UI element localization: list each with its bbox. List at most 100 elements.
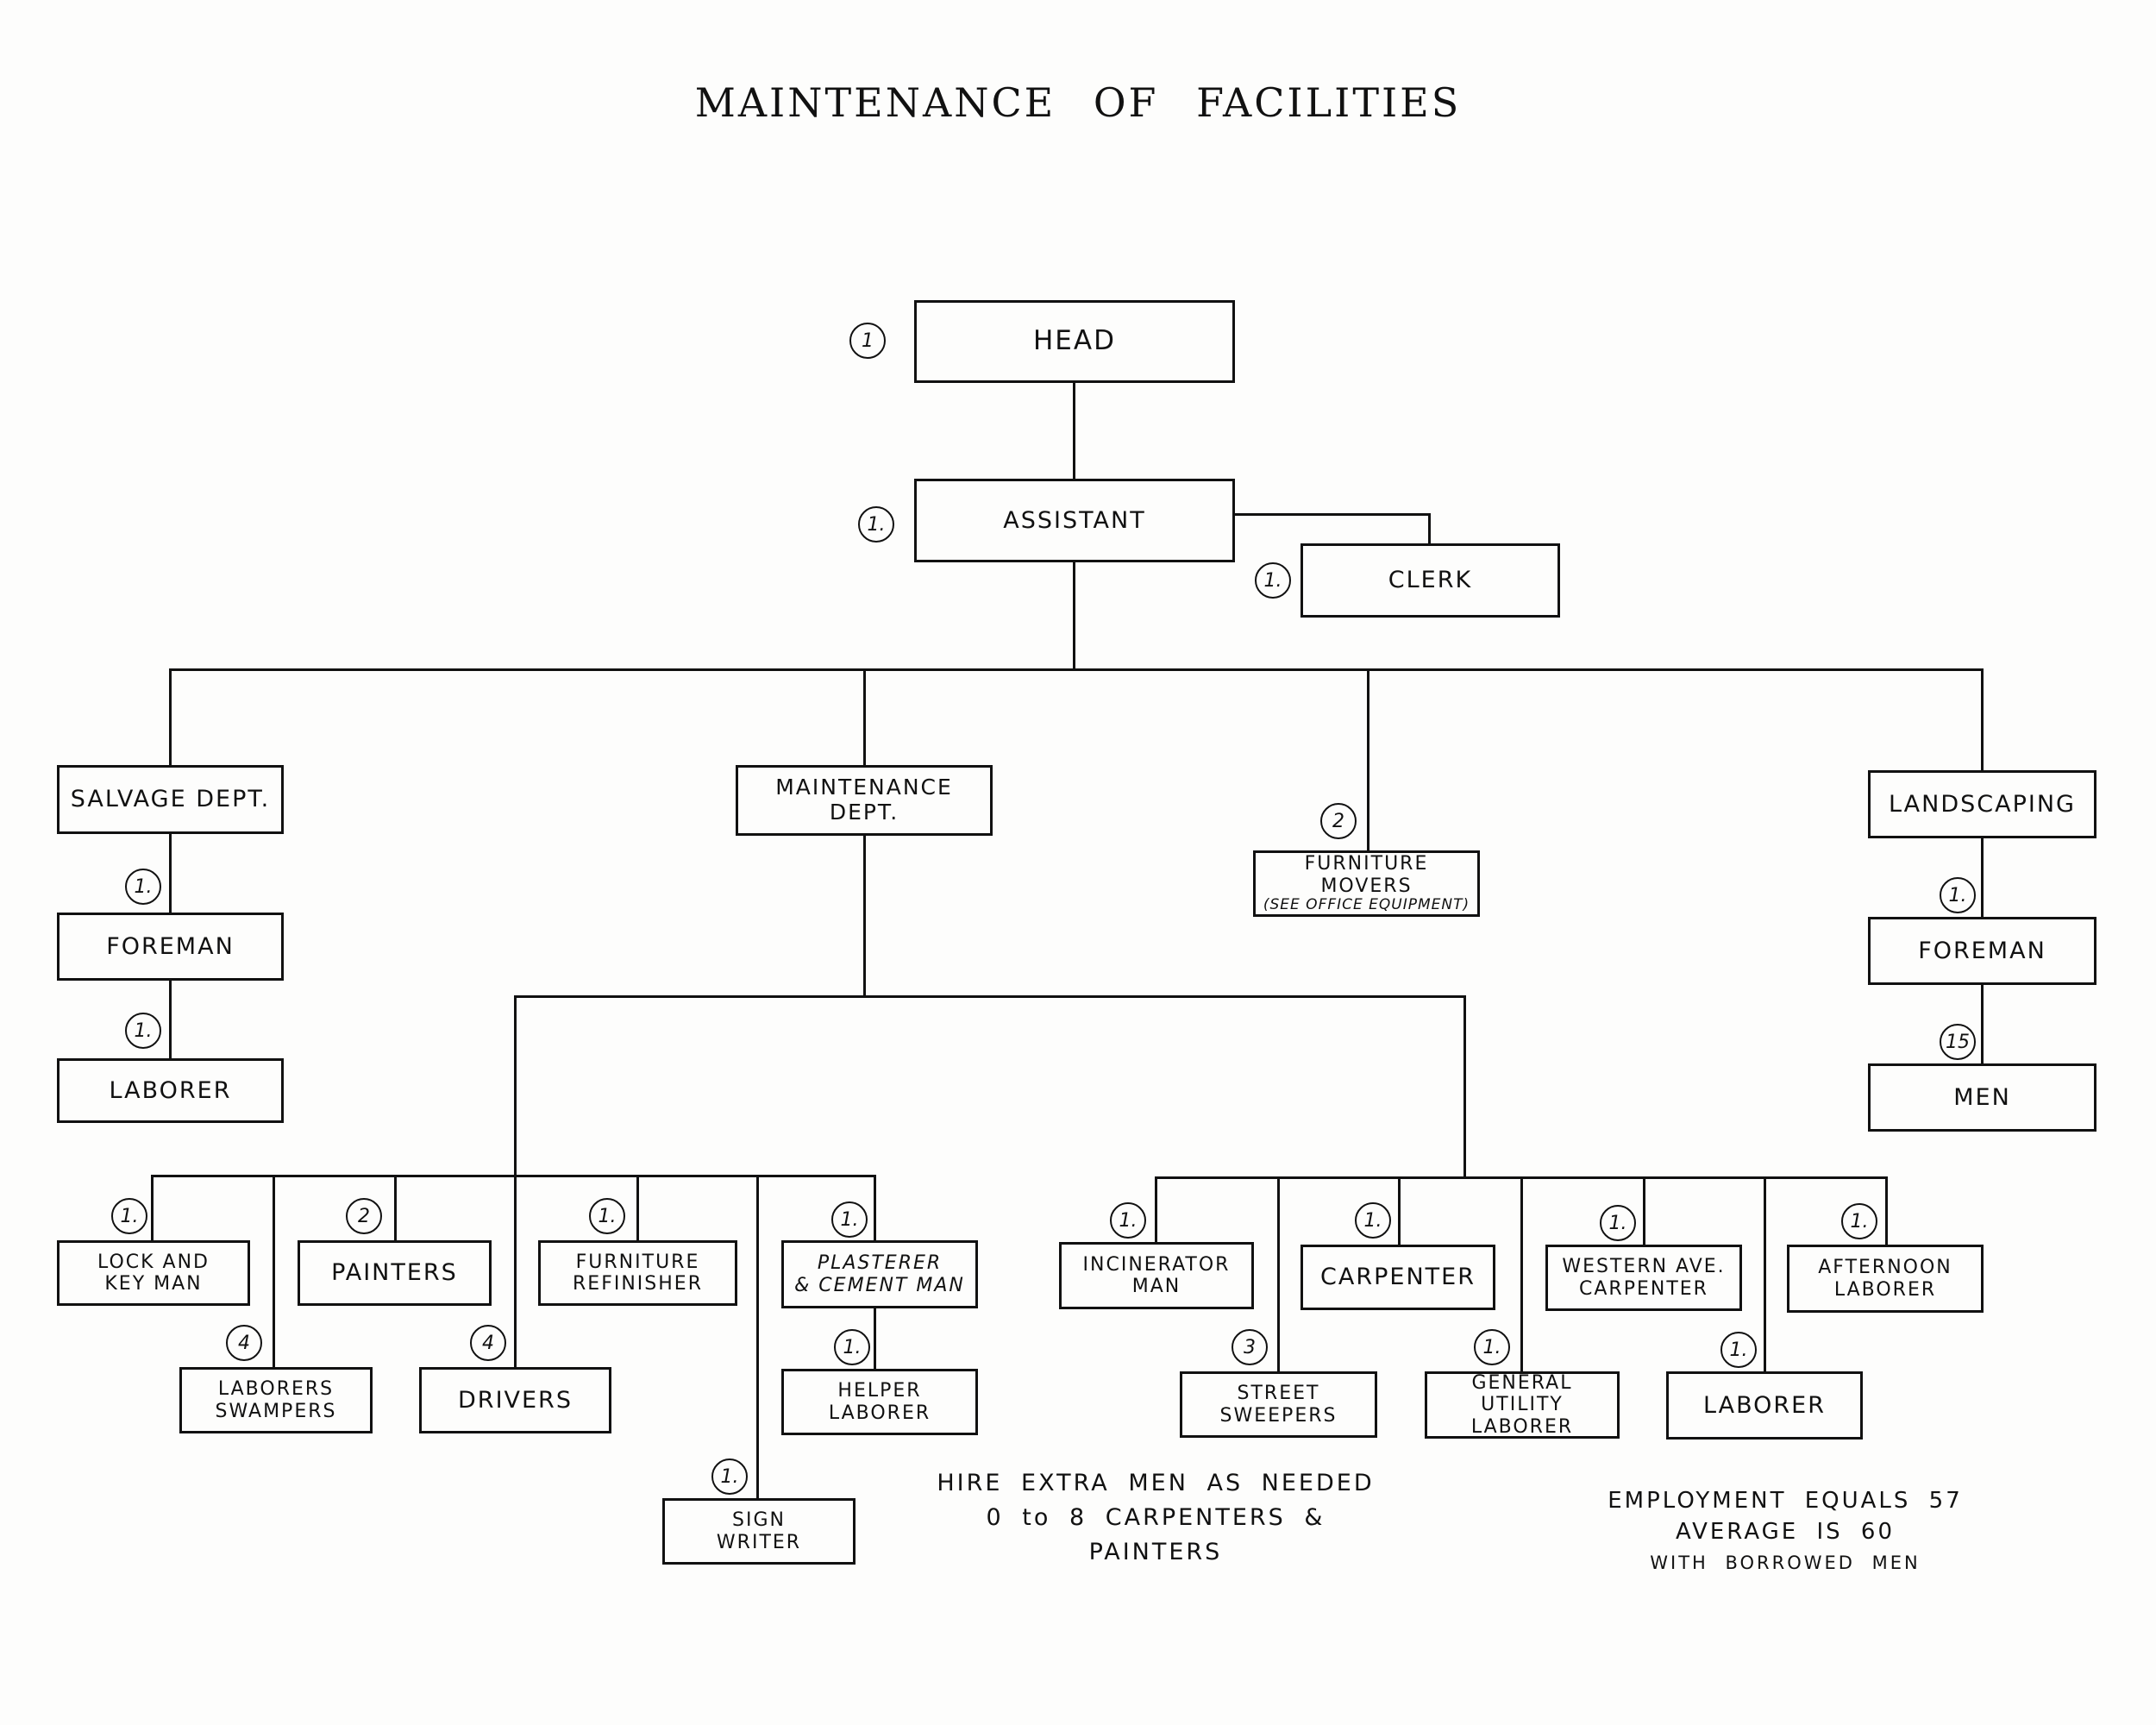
drop-drivers	[514, 1175, 517, 1367]
count-badge-general-utility: 1.	[1474, 1329, 1510, 1365]
hire-note: HIRE EXTRA MEN AS NEEDED 0 to 8 CARPENTE…	[914, 1466, 1397, 1570]
node-drivers: DRIVERS	[419, 1367, 611, 1433]
node-label-line1: SIGN	[732, 1509, 786, 1532]
drop-painters	[394, 1175, 397, 1240]
node-lock-key-man: LOCK AND KEY MAN	[57, 1240, 250, 1306]
line-assistant-clerk-h	[1233, 513, 1431, 516]
node-label-line1: FURNITURE	[575, 1251, 700, 1273]
hire-note-line2: 0 to 8 CARPENTERS & PAINTERS	[986, 1504, 1326, 1565]
line-foreman-laborer	[169, 979, 172, 1058]
node-label-line2: REFINISHER	[573, 1273, 703, 1295]
node-label-line1: AFTERNOON	[1818, 1257, 1952, 1279]
count-badge-head: 1	[849, 323, 886, 359]
node-label-line1: FURNITURE	[1304, 853, 1429, 875]
node-street-sweepers: STREET SWEEPERS	[1180, 1371, 1377, 1438]
node-label-line2: LABORER	[1470, 1415, 1574, 1438]
node-general-utility-laborer: GENERAL UTILITY LABORER	[1425, 1371, 1620, 1439]
count-badge-incinerator-man: 1.	[1110, 1202, 1146, 1239]
node-label-line2: KEY MAN	[104, 1273, 203, 1295]
count-badge-furniture-refinisher: 1.	[589, 1198, 625, 1234]
node-clerk: CLERK	[1300, 543, 1560, 618]
node-label: CLERK	[1388, 567, 1473, 594]
line-dept-bus	[169, 668, 1984, 671]
employment-note-line2: AVERAGE IS 60	[1675, 1519, 1896, 1545]
node-afternoon-laborer: AFTERNOON LABORER	[1787, 1245, 1984, 1313]
employment-note-line1: EMPLOYMENT EQUALS 57	[1608, 1488, 1963, 1514]
line-left-group-down	[514, 995, 517, 1176]
node-salvage-foreman: FOREMAN	[57, 913, 284, 981]
node-note: (SEE OFFICE EQUIPMENT)	[1263, 896, 1470, 914]
node-label: STREET SWEEPERS	[1219, 1383, 1338, 1427]
node-label-line1: HELPER	[837, 1380, 922, 1402]
node-maintenance-dept: MAINTENANCE DEPT.	[736, 765, 993, 836]
count-badge-lock-key-man: 1.	[111, 1198, 147, 1234]
node-label-line1: LABORERS	[217, 1378, 335, 1401]
node-label-line1: GENERAL UTILITY	[1471, 1372, 1573, 1416]
line-to-maintenance	[863, 668, 866, 765]
node-label: LABORER	[109, 1076, 232, 1104]
node-label-line2: SWAMPERS	[215, 1400, 337, 1422]
node-label-line2: WRITER	[716, 1531, 802, 1553]
line-landscaping-men	[1981, 983, 1984, 1063]
count-badge-laborers-swampers: 4	[226, 1325, 262, 1361]
count-badge-salvage-laborer: 1.	[125, 1013, 161, 1049]
node-furniture-refinisher: FURNITURE REFINISHER	[538, 1240, 737, 1306]
count-badge-sign-writer: 1.	[711, 1458, 748, 1495]
line-assistant-clerk-v	[1428, 513, 1431, 544]
drop-general-utility	[1520, 1176, 1523, 1371]
line-salvage-foreman	[169, 832, 172, 913]
drop-laborers-swampers	[273, 1175, 275, 1367]
count-badge-plasterer: 1.	[831, 1201, 868, 1238]
node-label-line1: LOCK AND	[97, 1251, 210, 1273]
drop-furniture-refinisher	[636, 1175, 639, 1240]
line-to-salvage	[169, 668, 172, 765]
node-label-line1: PLASTERER	[817, 1252, 943, 1275]
line-right-group-down	[1463, 995, 1466, 1178]
node-landscaping: LANDSCAPING	[1868, 770, 2096, 838]
node-salvage-laborer: LABORER	[57, 1058, 284, 1123]
count-badge-carpenter: 1.	[1355, 1202, 1391, 1239]
node-label-line2: & CEMENT MAN	[794, 1274, 965, 1296]
drop-plasterer	[874, 1175, 876, 1240]
node-sign-writer: SIGN WRITER	[662, 1498, 856, 1565]
count-badge-landscaping-foreman: 1.	[1940, 877, 1976, 913]
node-label-line2: MOVERS	[1320, 875, 1413, 897]
line-assistant-trunk	[1073, 561, 1075, 670]
node-landscaping-foreman: FOREMAN	[1868, 917, 2096, 985]
line-left-group-bus	[151, 1175, 876, 1177]
node-label: LABORER	[1702, 1391, 1826, 1419]
node-landscaping-men: MEN	[1868, 1063, 2096, 1132]
line-maintenance-bus	[514, 995, 1466, 998]
count-badge-landscaping-men: 15	[1940, 1024, 1976, 1060]
count-badge-furniture-movers: 2	[1320, 803, 1357, 839]
count-badge-street-sweepers: 3	[1232, 1329, 1268, 1365]
count-badge-laborer: 1.	[1720, 1332, 1757, 1368]
count-badge-salvage-foreman: 1.	[125, 869, 161, 905]
drop-helper	[874, 1307, 876, 1369]
drop-western-ave	[1643, 1176, 1645, 1245]
node-salvage-dept: SALVAGE DEPT.	[57, 765, 284, 834]
node-label-line2: CARPENTER	[1579, 1277, 1708, 1300]
drop-incinerator	[1155, 1176, 1157, 1242]
line-to-landscaping	[1981, 668, 1984, 770]
node-laborers-swampers: LABORERS SWAMPERS	[179, 1367, 373, 1433]
line-to-furniture-movers	[1367, 668, 1369, 850]
node-label: CARPENTER	[1320, 1264, 1476, 1291]
node-label: ASSISTANT	[1003, 506, 1146, 534]
node-label: HEAD	[1033, 325, 1116, 357]
node-label-line1: INCINERATOR	[1082, 1253, 1231, 1276]
node-painters: PAINTERS	[298, 1240, 492, 1306]
node-furniture-movers: FURNITURE MOVERS (SEE OFFICE EQUIPMENT)	[1253, 850, 1480, 917]
node-label: PAINTERS	[331, 1259, 458, 1287]
count-badge-clerk: 1.	[1255, 562, 1291, 599]
node-laborer: LABORER	[1666, 1371, 1863, 1440]
node-incinerator-man: INCINERATOR MAN	[1059, 1242, 1254, 1309]
line-head-assistant	[1073, 381, 1075, 479]
node-label-line2: LABORER	[1833, 1278, 1937, 1301]
node-assistant: ASSISTANT	[914, 479, 1235, 562]
node-label: FOREMAN	[106, 932, 235, 960]
count-badge-painters: 2	[346, 1198, 382, 1234]
node-label-line1: WESTERN AVE.	[1562, 1256, 1726, 1278]
count-badge-assistant: 1.	[858, 506, 894, 543]
drop-sign-writer	[756, 1175, 759, 1498]
